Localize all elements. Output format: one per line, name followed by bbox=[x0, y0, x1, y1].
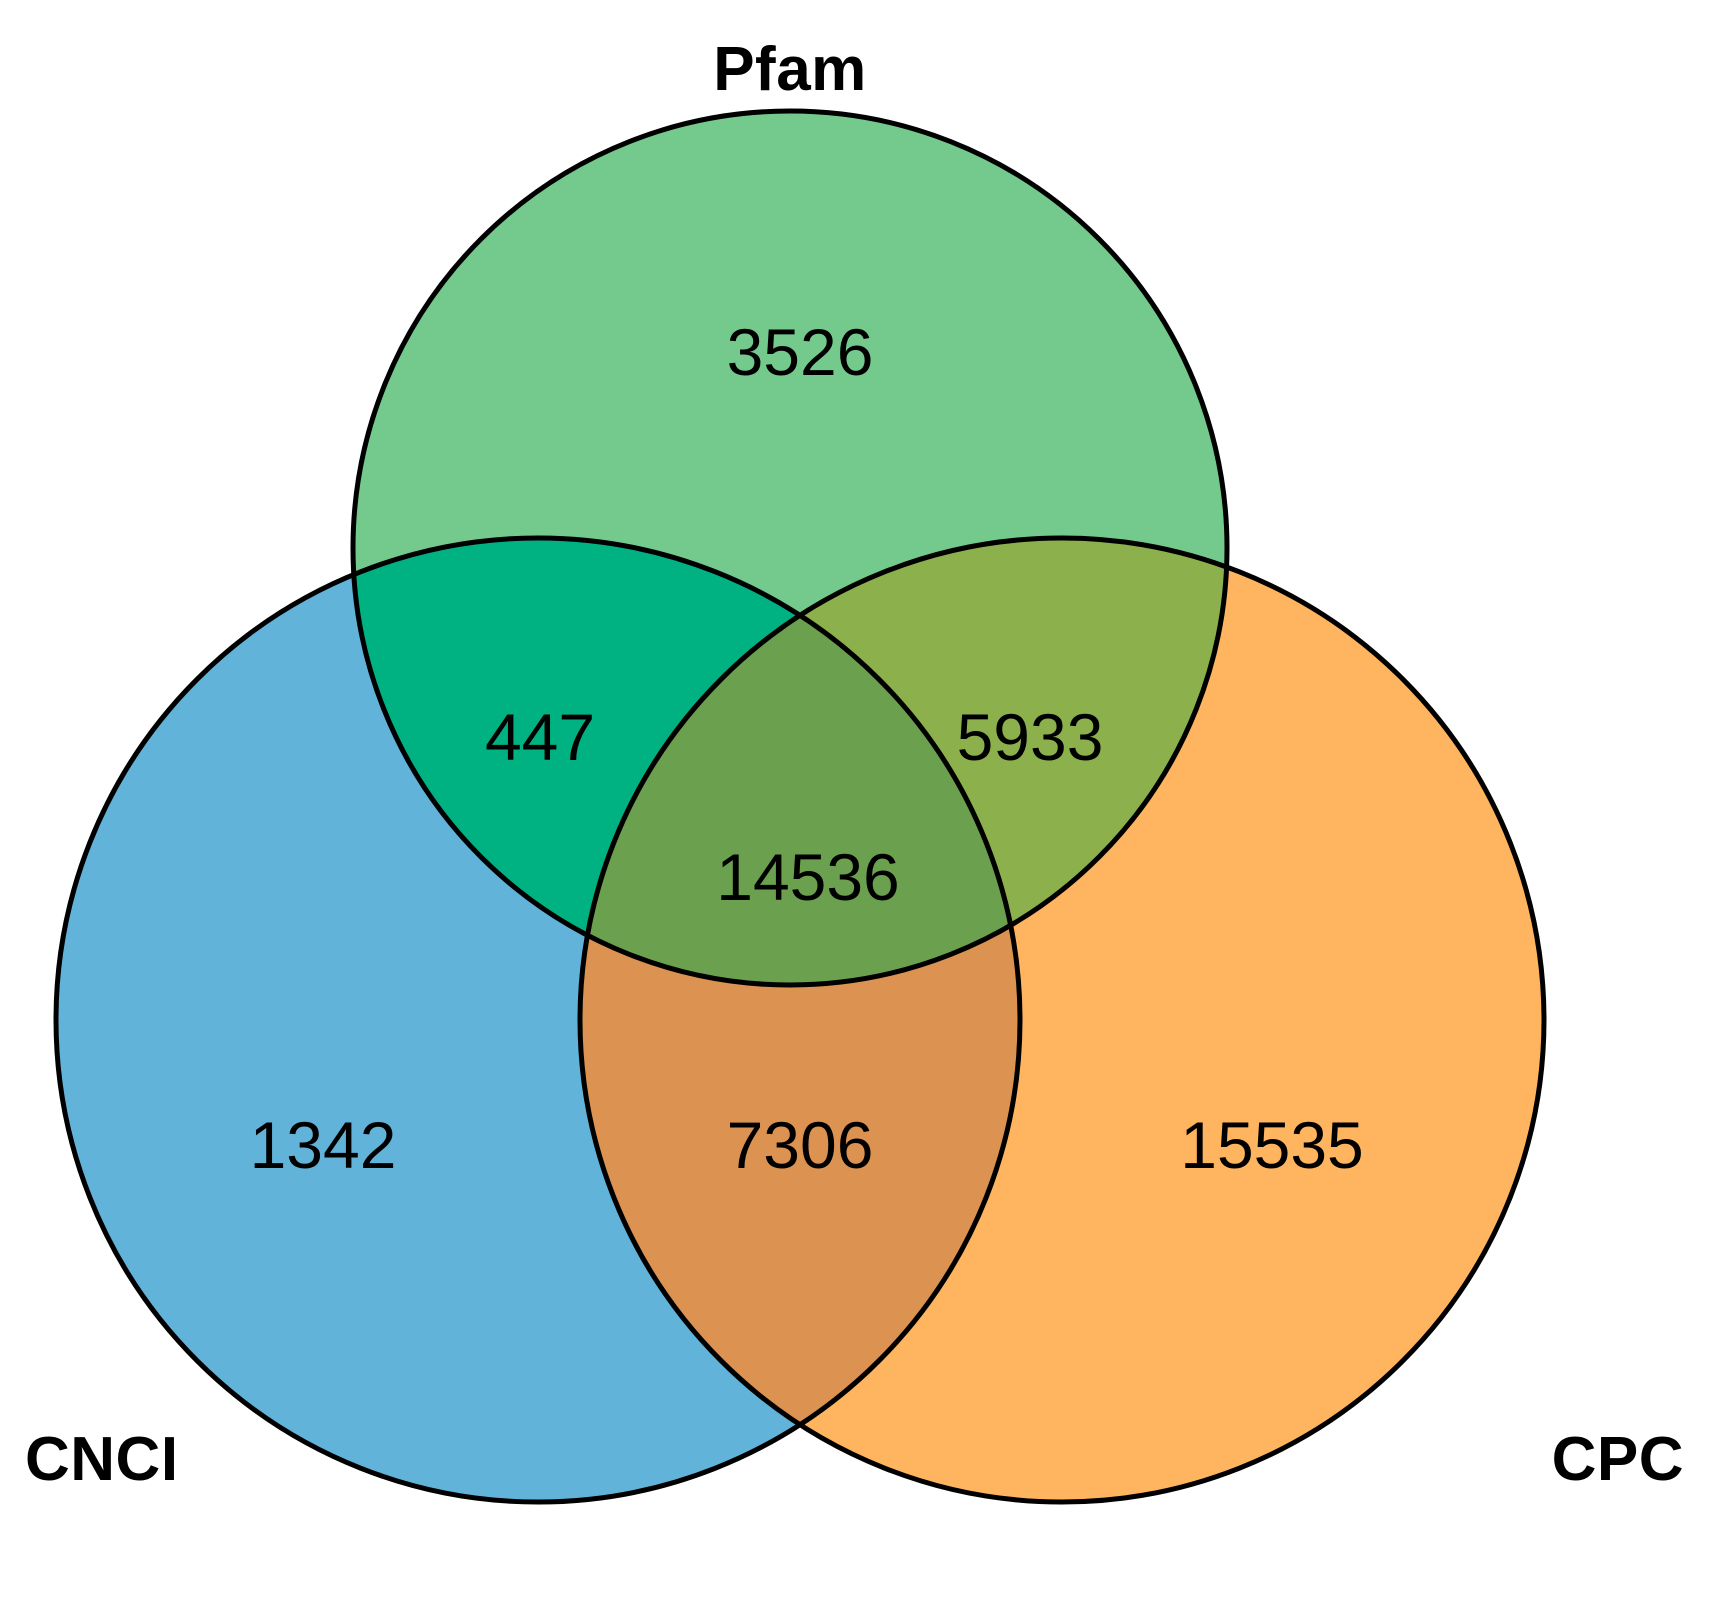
count-cnci-cpc: 7306 bbox=[727, 1108, 874, 1182]
count-pfam-cnci: 447 bbox=[485, 700, 595, 774]
count-pfam-only: 3526 bbox=[727, 315, 874, 389]
count-cnci-only: 1342 bbox=[250, 1108, 397, 1182]
set-label-cpc: CPC bbox=[1552, 1425, 1684, 1494]
count-center: 14536 bbox=[716, 840, 900, 914]
set-label-cnci: CNCI bbox=[25, 1425, 179, 1494]
count-pfam-cpc: 5933 bbox=[957, 700, 1104, 774]
set-label-pfam: Pfam bbox=[713, 35, 867, 104]
count-cpc-only: 15535 bbox=[1180, 1108, 1364, 1182]
